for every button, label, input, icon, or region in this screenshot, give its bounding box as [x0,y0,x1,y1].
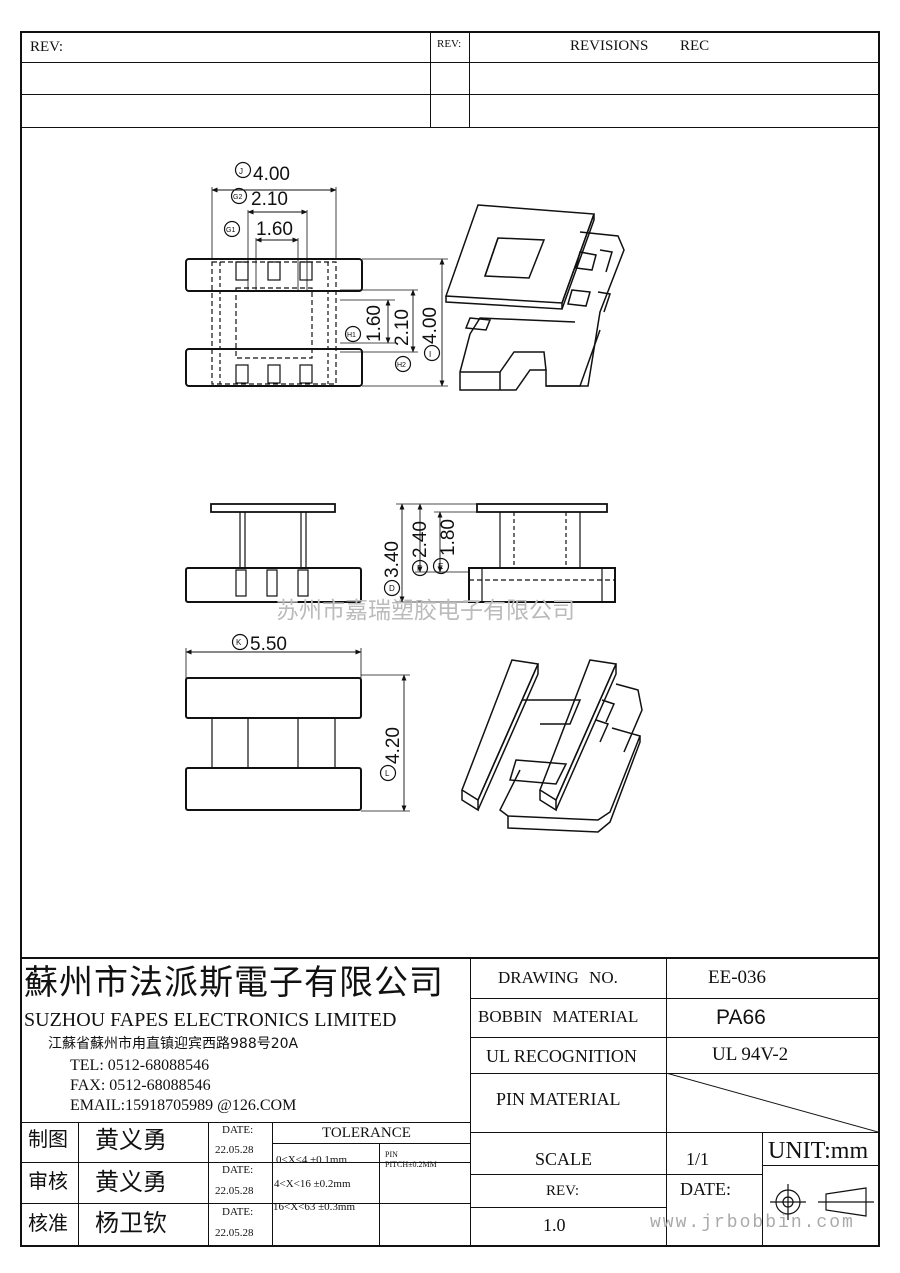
dim-i-tag: I [429,350,431,359]
company-tel: TEL: 0512-68088546 [70,1057,210,1074]
dim-f-value: 2.40 [410,521,431,558]
dim-e-value: 1.80 [438,519,459,556]
date-drafter: 22.05.28 [215,1144,254,1156]
dim-e-tag: E [438,562,443,571]
dim-g2-tag: G2 [233,194,242,201]
rev-label: REV: [546,1183,580,1199]
dim-k-tag: K [236,638,242,647]
drawing-no: EE-036 [708,967,767,988]
dim-h1-tag: H1 [347,332,356,339]
dim-i-value: 4.00 [420,307,441,344]
date-label-drafter: DATE: [222,1124,254,1136]
watermark-company: 苏州市嘉瑞塑胶电子有限公司 [276,598,575,624]
watermark-url: www.jrbobbin.com [650,1213,855,1233]
isometric-view-top [444,204,625,391]
date-label: DATE: [680,1179,731,1199]
tolerance-row-1: 0<X<4 ±0.1mm [276,1154,348,1166]
pin-material-diagonal [666,1073,878,1132]
role-reviewer: 审核 [28,1169,68,1193]
ul-label: UL RECOGNITION [486,1046,637,1066]
rev-value: 1.0 [543,1215,566,1235]
revisions-label: REVISIONS [570,38,649,54]
dim-g1-tag: G1 [226,227,235,234]
rev-label-left: REV: [30,39,64,55]
drawing-no-label: DRAWING NO. [498,968,618,987]
company-address: 江蘇省蘇州市甪直镇迎宾西路988号20A [48,1036,299,1052]
company-name-cn: 蘇州市法派斯電子有限公司 [24,963,444,1003]
company-fax: FAX: 0512-68088546 [70,1077,211,1094]
dim-d-tag: D [389,584,395,593]
tolerance-title: TOLERANCE [322,1125,411,1141]
rec-label: REC [680,38,710,54]
tolerance-row-3: 16<X<63 ±0.3mm [273,1201,356,1213]
drawing-frame [20,31,880,1247]
dim-g2-value: 2.10 [251,189,288,210]
dim-h1-value: 1.60 [364,305,385,342]
isometric-view-bottom [461,659,643,833]
date-label-reviewer: DATE: [222,1164,254,1176]
date-approver: 22.05.28 [215,1227,254,1239]
pin-label: PIN [385,1150,398,1159]
dim-j-value: 4.00 [253,164,290,185]
scale-label: SCALE [535,1149,593,1169]
pin-material-label: PIN MATERIAL [496,1089,621,1109]
front-view [185,503,362,603]
dim-l-value: 4.20 [383,727,404,764]
dim-f-tag: F [417,564,422,573]
dim-g1-value: 1.60 [256,219,293,240]
dim-h2-value: 2.10 [392,309,413,346]
dimension-labels: J 4.00 G2 2.10 G1 1.60 H1 1.60 H2 2.10 I… [226,164,459,778]
dim-k-value: 5.50 [250,634,287,655]
top-view [185,161,448,387]
company-email: EMAIL:15918705989 @126.COM [70,1097,297,1114]
date-reviewer: 22.05.28 [215,1185,254,1197]
bobbin-material-label: BOBBIN MATERIAL [478,1007,639,1026]
name-reviewer: 黄义勇 [95,1168,167,1196]
projection-symbol-icon [770,1184,874,1220]
dim-l-tag: L [385,769,390,778]
technical-drawing: J 4.00 G2 2.10 G1 1.60 H1 1.60 H2 2.10 I… [185,161,643,833]
ul-value: UL 94V-2 [712,1044,789,1065]
bottom-view [185,633,410,812]
rev-label-right: REV: [437,38,462,50]
tolerance-row-2: 4<X<16 ±0.2mm [274,1178,351,1190]
pin-pitch: PITCH±0.2MM [385,1160,437,1169]
name-approver: 杨卫钦 [95,1209,167,1237]
dim-d-value: 3.40 [382,541,403,578]
role-drafter: 制图 [28,1127,68,1151]
company-name-en: SUZHOU FAPES ELECTRONICS LIMITED [24,1009,397,1031]
dim-h2-tag: H2 [397,362,406,369]
scale-value: 1/1 [686,1149,710,1169]
unit-label: UNIT:mm [768,1138,869,1164]
side-view [383,503,616,603]
date-label-approver: DATE: [222,1206,254,1218]
name-drafter: 黄义勇 [95,1126,167,1154]
bobbin-material: PA66 [716,1006,766,1029]
dim-j-tag: J [239,167,243,176]
role-approver: 核准 [28,1211,68,1235]
